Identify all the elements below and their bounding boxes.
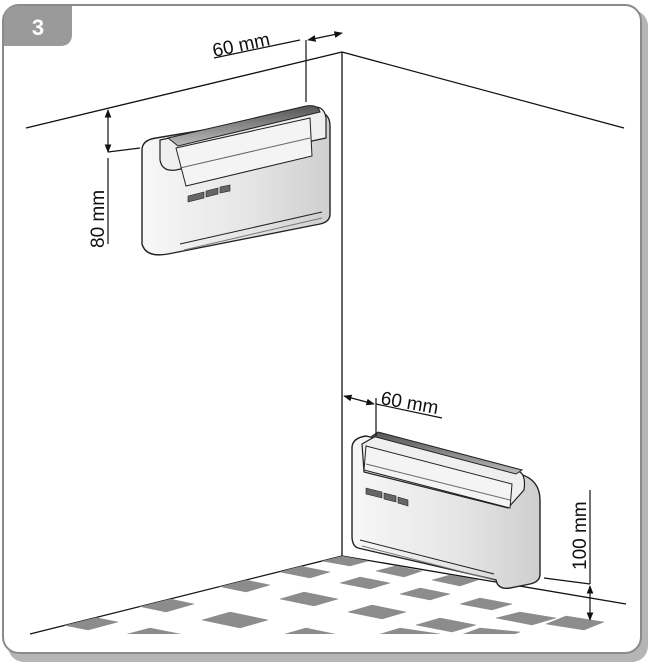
dim-bottom-side <box>343 394 443 436</box>
dim-top-ceiling-label: 80 mm <box>88 190 109 248</box>
dim-bottom-floor-label: 100 mm <box>570 501 591 570</box>
dim-top-side <box>213 31 343 102</box>
step-badge: 3 <box>4 6 72 46</box>
upper-wall-unit <box>141 105 331 256</box>
floor-tiles <box>47 556 605 634</box>
lower-floor-unit <box>351 431 541 590</box>
frame <box>2 4 642 654</box>
dim-top-ceiling <box>104 109 141 244</box>
step-number: 3 <box>32 15 44 40</box>
dim-bottom-floor <box>543 490 594 621</box>
